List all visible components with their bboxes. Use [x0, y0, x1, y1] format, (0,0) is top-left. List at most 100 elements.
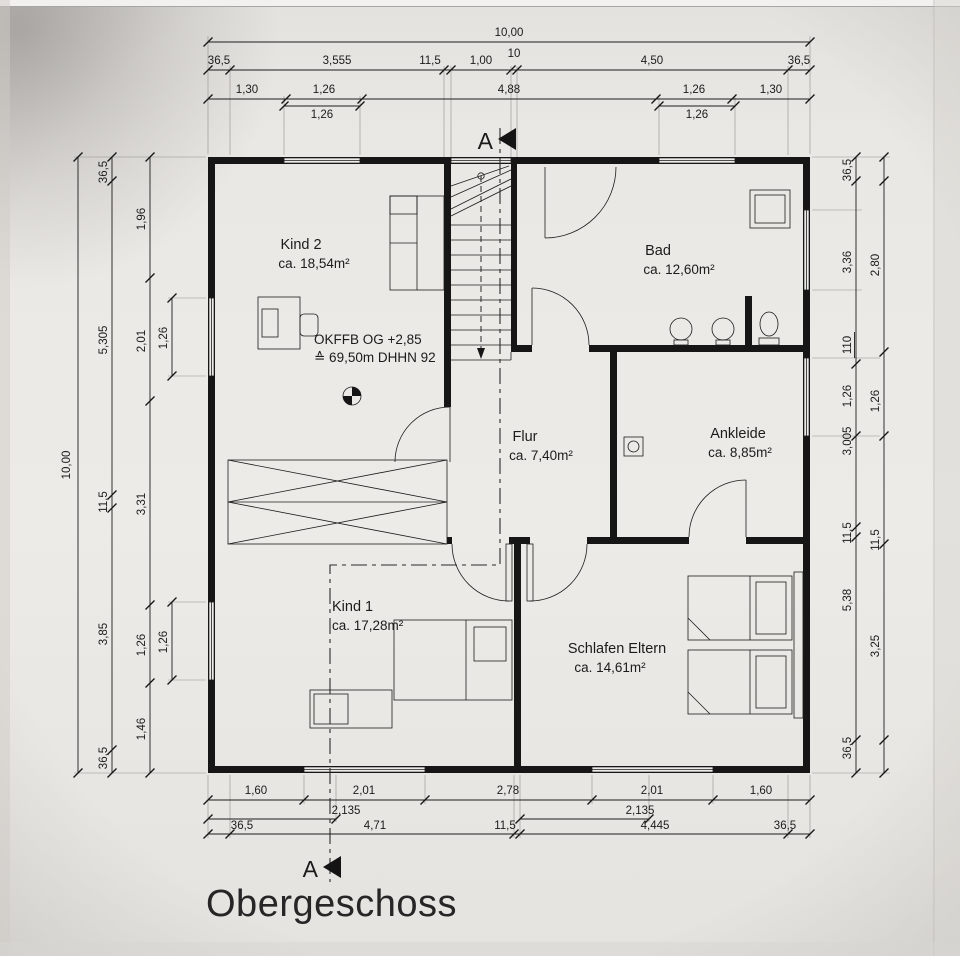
dim-label: 11,5	[419, 55, 441, 67]
page-title: Obergeschoss	[206, 883, 457, 925]
section-marker-top-icon	[498, 128, 516, 150]
dim-label: 1,46	[136, 718, 148, 740]
dim-label: 3,005	[842, 427, 854, 456]
dim-label: 10,00	[495, 27, 524, 39]
dim-label: 1,26	[683, 84, 705, 96]
toilet-icon	[759, 311, 779, 337]
dim-label: 1,26	[313, 84, 335, 96]
staircase	[450, 165, 512, 361]
extension-lines	[74, 36, 890, 838]
dim-label: 4,88	[498, 84, 520, 96]
dim-label: 110	[842, 336, 854, 354]
window	[803, 357, 810, 437]
shower-tray	[749, 189, 791, 229]
window	[591, 766, 714, 773]
furniture-schlafen	[687, 571, 804, 719]
dimensions-bottom: 1,60 2,01 2,78 2,01 1,60 2,135 2,135 36,…	[202, 785, 816, 840]
room-label-ankleide: Ankleide	[710, 426, 766, 442]
doors	[394, 166, 747, 602]
dim-label: 36,5	[98, 161, 110, 183]
dim-label: 2,01	[136, 330, 148, 352]
dim-label: 1,60	[245, 785, 267, 797]
dim-label: 5,38	[842, 589, 854, 611]
dim-label: 3,31	[136, 493, 148, 515]
dim-label: 11,5	[98, 491, 110, 513]
dim-label: 11,5	[494, 820, 516, 832]
dim-label: 36,5	[208, 55, 230, 67]
room-label-bad: Bad	[645, 243, 671, 259]
dim-label: 1,96	[136, 208, 148, 230]
door-arc-ankleide	[688, 479, 747, 538]
section-marker-bottom-icon	[323, 856, 341, 878]
room-area-schlafen: ca. 14,61m²	[574, 660, 646, 675]
room-label-kind2: Kind 2	[280, 237, 321, 253]
room-area-kind1: ca. 17,28m²	[332, 618, 404, 633]
dim-label: 5,305	[98, 326, 110, 355]
dim-label: 10,00	[61, 451, 73, 480]
pillow	[755, 655, 787, 709]
furniture-kind2	[257, 195, 445, 350]
room-label-flur: Flur	[513, 429, 538, 445]
walls	[208, 157, 810, 773]
dim-label: 2,135	[626, 805, 655, 817]
dimensions-top: 10,00 36,5 3,555 11,5 1,00 10 4,50 36,5 …	[202, 27, 816, 121]
dimensions-left: 10,00 36,5 5,305 11,5 3,85 36,5 1,96 2,0…	[61, 151, 178, 779]
dim-label: 36,5	[774, 820, 796, 832]
level-note-line2: ≙ 69,50m DHHN 92	[314, 350, 436, 365]
dim-label: 2,80	[870, 254, 882, 276]
dim-label: 36,5	[842, 159, 854, 181]
level-note-line1: OKFFB OG +2,85	[314, 332, 422, 347]
dim-label: 3,36	[842, 251, 854, 273]
dim-label: 36,5	[231, 820, 253, 832]
window	[303, 766, 426, 773]
dim-label: 1,26	[136, 634, 148, 656]
dim-label: 11,5	[842, 522, 854, 544]
window	[803, 209, 810, 291]
bed	[687, 575, 793, 641]
dim-label: 36,5	[788, 55, 810, 67]
room-area-bad: ca. 12,60m²	[643, 262, 715, 277]
dim-label: 36,5	[98, 747, 110, 769]
dim-label: 4,50	[641, 55, 663, 67]
door-arc-kind1	[451, 543, 510, 602]
dim-label: 1,26	[158, 631, 170, 653]
door-arc-bad	[531, 287, 590, 346]
chair	[299, 313, 319, 337]
window	[208, 601, 215, 681]
room-area-kind2: ca. 18,54m²	[278, 256, 350, 271]
dim-label: 1,26	[158, 327, 170, 349]
dim-label: 3,25	[870, 635, 882, 657]
dim-label: 4,445	[641, 820, 670, 832]
room-labels: Kind 2 ca. 18,54m² Bad ca. 12,60m² Flur …	[278, 237, 772, 675]
dim-label: 2,01	[641, 785, 663, 797]
dim-label: 1,26	[870, 390, 882, 412]
dim-label: 1,00	[470, 55, 492, 67]
headboard	[793, 571, 804, 719]
dim-label: 2,01	[353, 785, 375, 797]
window	[450, 157, 512, 164]
room-label-schlafen: Schlafen Eltern	[568, 641, 666, 657]
dimensions-right: 36,5 3,36 110 1,26 3,005 11,5 5,38 36,5 …	[842, 151, 890, 779]
dim-label: 3,85	[98, 623, 110, 645]
door-arc-schlafen	[529, 543, 588, 602]
window	[208, 297, 215, 377]
crossed-shaft-box	[227, 459, 448, 545]
dresser	[309, 689, 393, 729]
window	[658, 157, 736, 164]
duct-symbol	[623, 436, 644, 457]
furniture-kind1	[309, 619, 513, 729]
bed	[687, 649, 793, 715]
wall-stub	[745, 296, 752, 345]
pillow	[755, 581, 787, 635]
stair-direction-arrow	[477, 348, 485, 359]
dim-label: 3,555	[323, 55, 352, 67]
bathroom-fixtures	[669, 189, 791, 346]
dim-label: 1,60	[750, 785, 772, 797]
room-label-kind1: Kind 1	[332, 599, 373, 615]
dim-label: 1,26	[311, 109, 333, 121]
dim-label: 2,135	[332, 805, 361, 817]
dim-label: 10	[508, 48, 521, 60]
dim-label: 1,30	[236, 84, 258, 96]
door-arc-kind2	[394, 406, 451, 463]
